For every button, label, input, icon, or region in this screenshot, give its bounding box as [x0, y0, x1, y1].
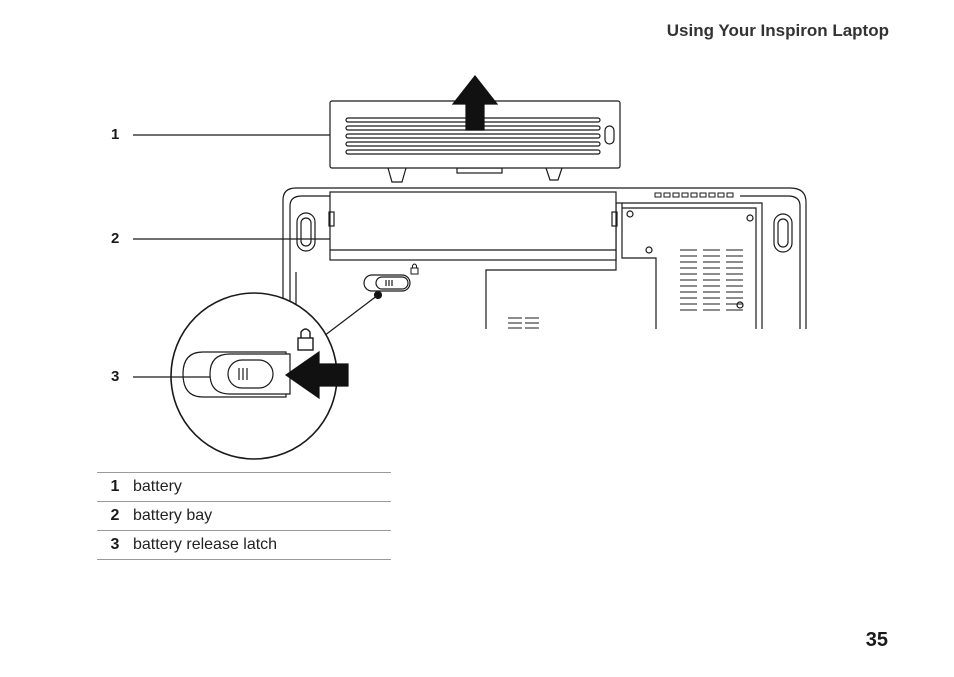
running-header: Using Your Inspiron Laptop	[666, 21, 889, 40]
table-row: 1 battery	[97, 472, 391, 502]
callout-number-2: 2	[111, 230, 120, 247]
battery-bay	[328, 191, 618, 261]
vent-grille	[508, 249, 743, 329]
lift-arrow-icon	[451, 75, 499, 131]
lock-icon-large	[297, 328, 314, 351]
page-number: 35	[865, 629, 888, 651]
laptop-base	[282, 187, 807, 329]
legend-label: battery release latch	[133, 530, 391, 560]
legend-label: battery	[133, 472, 391, 502]
legend-label: battery bay	[133, 501, 391, 531]
legend-number: 1	[97, 472, 133, 502]
callout-legend-table: 1 battery 2 battery bay 3 battery releas…	[97, 472, 391, 560]
callout-number-3: 3	[111, 368, 120, 385]
legend-number: 3	[97, 530, 133, 560]
lock-icon-small	[410, 263, 419, 275]
top-vent	[654, 192, 734, 198]
zoom-connector-line	[319, 294, 379, 340]
release-latch-small	[363, 263, 419, 300]
table-row: 3 battery release latch	[97, 530, 391, 560]
push-arrow-icon	[284, 350, 349, 400]
latch-magnified-view	[170, 292, 349, 460]
callout-number-1: 1	[111, 126, 120, 143]
battery-removal-illustration	[133, 75, 807, 460]
table-row: 2 battery bay	[97, 501, 391, 531]
legend-number: 2	[97, 501, 133, 531]
